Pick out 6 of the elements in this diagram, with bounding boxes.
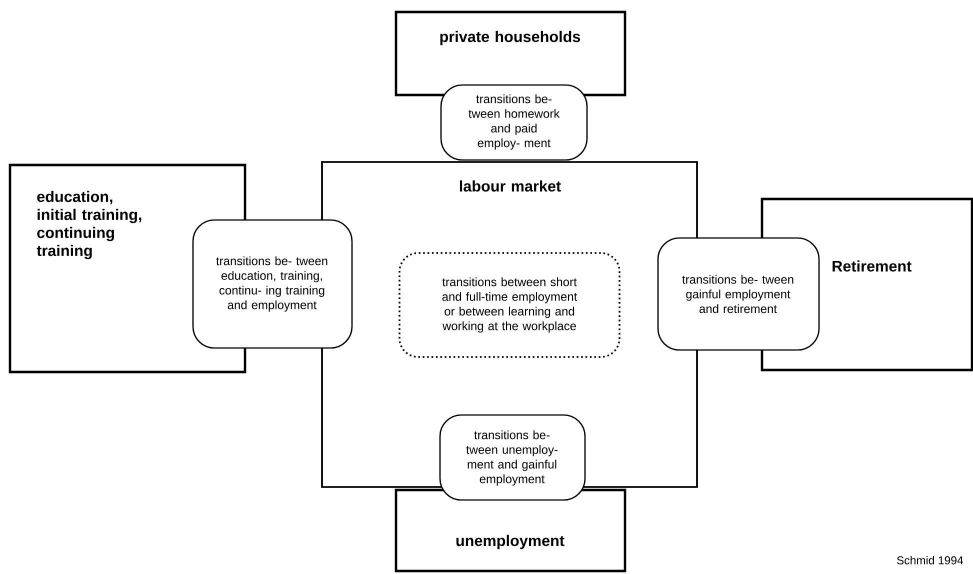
transition-box: transitions be- tween unemploy- ment and gainful employment — [439, 414, 586, 501]
dotted-rounded-box: transitions between short and full-time employment or between learning and working at the workplace — [398, 252, 620, 358]
source-note: Schmid 1994 — [897, 556, 964, 564]
transition-box: transitions be- tween education, training, continu- ing training and employment — [192, 219, 353, 349]
transition-box: transitions be- tween gainful employment and retirement — [657, 237, 820, 351]
transition-box: transitions be- tween homework and paid employ- ment — [440, 84, 588, 161]
